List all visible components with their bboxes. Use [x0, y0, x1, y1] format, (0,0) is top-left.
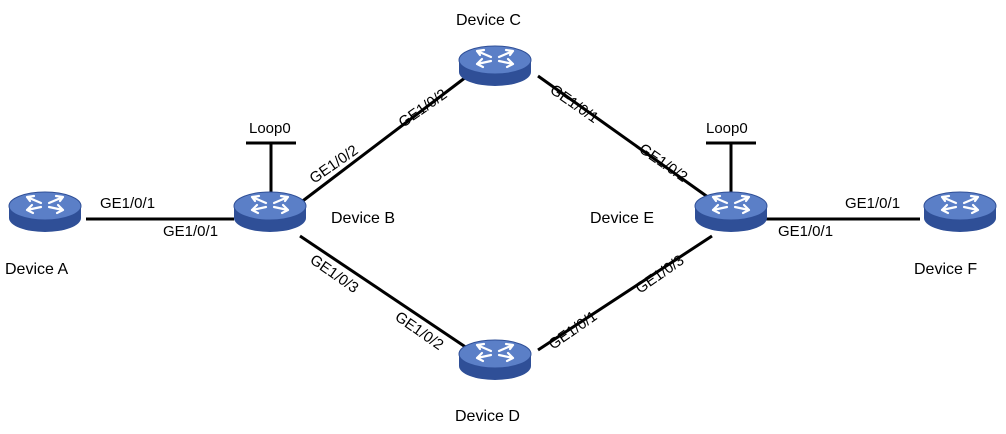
links-layer	[86, 72, 920, 352]
device-d-label: Device D	[455, 408, 520, 425]
link-b-d	[299, 234, 471, 352]
device-b-router-icon[interactable]	[232, 190, 308, 234]
link-d-e	[537, 234, 713, 352]
port-label-a-ge101: GE1/0/1	[100, 195, 155, 212]
device-b-label: Device B	[331, 210, 395, 227]
port-label-e-ge102: GE1/0/2	[636, 140, 691, 185]
port-label-b-ge101: GE1/0/1	[163, 223, 218, 240]
devices-layer	[7, 44, 998, 382]
device-a-router-icon[interactable]	[7, 190, 83, 234]
port-label-e-ge103: GE1/0/3	[633, 252, 688, 297]
device-f-label: Device F	[914, 261, 977, 278]
loopback-labels: Loop0 Loop0	[249, 120, 748, 137]
device-f-router-icon[interactable]	[922, 190, 998, 234]
port-label-c-ge102: GE1/0/2	[396, 86, 451, 131]
device-a-label: Device A	[5, 261, 68, 278]
port-label-c-ge101: GE1/0/1	[547, 81, 602, 126]
device-e-router-icon[interactable]	[693, 190, 769, 234]
loopback-label-e: Loop0	[706, 120, 748, 137]
link-b-c	[299, 72, 471, 205]
device-labels: Device A Device B Device C Device D Devi…	[5, 12, 977, 425]
device-d-router-icon[interactable]	[457, 338, 533, 382]
port-label-e-ge101: GE1/0/1	[778, 223, 833, 240]
port-label-f-ge101: GE1/0/1	[845, 195, 900, 212]
link-c-e	[537, 74, 713, 202]
port-label-d-ge101: GE1/0/1	[546, 308, 601, 353]
device-c-label: Device C	[456, 12, 521, 29]
loopback-stubs	[246, 141, 756, 192]
device-c-router-icon[interactable]	[457, 44, 533, 88]
loopback-label-b: Loop0	[249, 120, 291, 137]
device-e-label: Device E	[590, 210, 654, 227]
